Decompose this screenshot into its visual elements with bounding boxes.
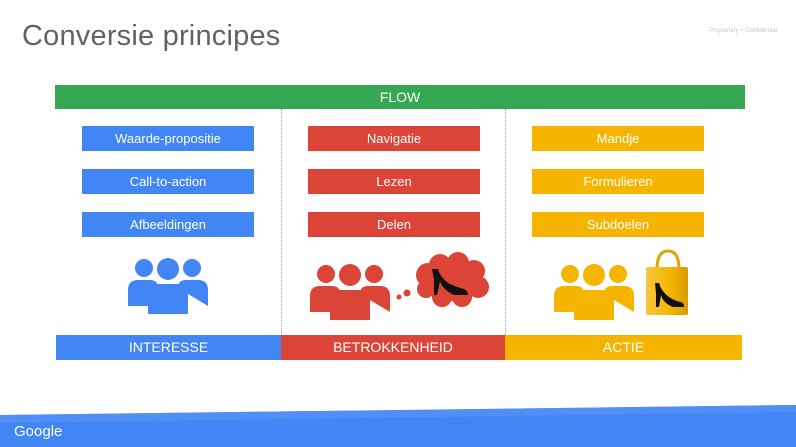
stage-interesse: INTERESSE [56, 335, 281, 360]
item-navigatie: Navigatie [308, 126, 480, 151]
item-subdoelen: Subdoelen [532, 212, 704, 237]
stage-actie: ACTIE [505, 335, 742, 360]
stage-betrokkenheid: BETROKKENHEID [281, 335, 505, 360]
item-mandje: Mandje [532, 126, 704, 151]
item-call-to-action: Call-to-action [82, 169, 254, 194]
people-group-icon [310, 264, 390, 320]
column-divider-1 [281, 109, 282, 335]
column-divider-2 [505, 109, 506, 335]
google-logo: Google [14, 423, 63, 440]
people-group-icon [554, 264, 634, 320]
confidential-label: Proprietary + Confidential [709, 28, 777, 34]
people-group-icon [128, 258, 208, 314]
item-formulieren: Formulieren [532, 169, 704, 194]
item-lezen: Lezen [308, 169, 480, 194]
shopping-bag-high-heel-icon [646, 249, 688, 315]
item-delen: Delen [308, 212, 480, 237]
slide-title: Conversie principes [22, 20, 281, 52]
flow-bar: FLOW [55, 85, 745, 109]
item-afbeeldingen: Afbeeldingen [82, 212, 254, 237]
thought-bubble-high-heel-icon [396, 252, 489, 307]
item-waarde-propositie: Waarde-propositie [82, 126, 254, 151]
